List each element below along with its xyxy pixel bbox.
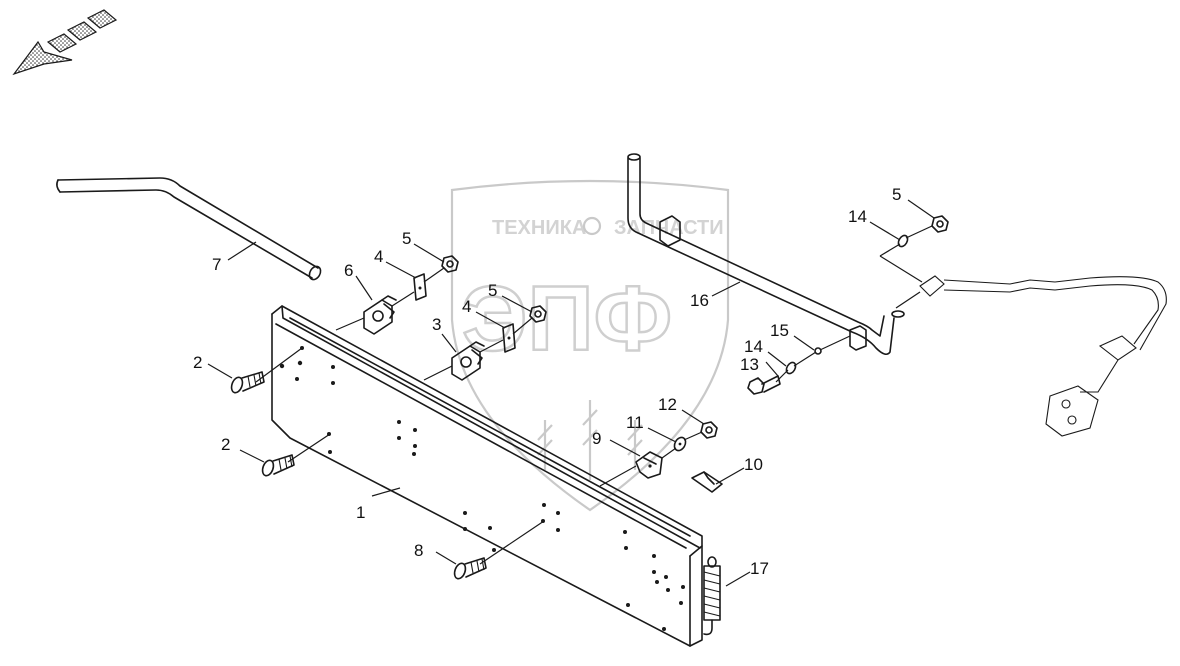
rod-part-16 — [627, 153, 905, 356]
callout-8: 8 — [414, 541, 423, 560]
callout-13: 13 — [740, 355, 759, 374]
bolt-part-2-lower — [261, 454, 295, 477]
watermark-text-left: ТЕХНИКА — [492, 217, 586, 239]
callout-3: 3 — [432, 315, 441, 334]
callout-5: 5 — [402, 229, 411, 248]
callout-4: 4 — [462, 297, 471, 316]
callout-14: 14 — [848, 207, 867, 226]
callout-15: 15 — [770, 321, 789, 340]
callout-12: 12 — [658, 395, 677, 414]
clamp-part-6 — [363, 295, 397, 335]
callout-labels: 1 2 2 3 4 4 5 5 5 6 7 8 9 10 11 12 13 14… — [193, 185, 901, 578]
washer-part-15 — [814, 347, 822, 355]
callout-6: 6 — [344, 261, 353, 280]
bolt-part-13 — [747, 375, 781, 395]
callout-2: 2 — [193, 353, 202, 372]
nut-part-12 — [700, 421, 718, 439]
panel-part-1 — [271, 305, 703, 647]
bracket-part-9 — [635, 451, 663, 479]
callout-16: 16 — [690, 291, 709, 310]
gear-icon — [582, 216, 602, 236]
clip-part-10 — [691, 471, 723, 493]
callout-9: 9 — [592, 429, 601, 448]
strip-part-4-lower — [502, 323, 516, 353]
callout-5: 5 — [892, 185, 901, 204]
bolt-part-8 — [453, 557, 487, 580]
washer-part-14-lower — [785, 361, 797, 375]
nut-part-5-middle — [529, 305, 547, 323]
callout-1: 1 — [356, 503, 365, 522]
panel-holes — [279, 346, 685, 631]
callout-7: 7 — [212, 255, 221, 274]
callout-2: 2 — [221, 435, 230, 454]
callout-11: 11 — [626, 413, 644, 432]
leader-lines — [207, 199, 935, 587]
bolt-part-2-upper — [230, 371, 265, 394]
nut-part-5-upper — [441, 255, 459, 273]
direction-arrow-icon — [12, 9, 118, 76]
spring-part-17 — [703, 556, 721, 636]
watermark-shield — [450, 179, 730, 512]
nut-part-5-right — [931, 215, 949, 233]
strip-part-4-upper — [413, 273, 427, 301]
callout-17: 17 — [750, 559, 769, 578]
clamp-part-3 — [451, 341, 485, 381]
watermark-logo: ЭПФ — [462, 268, 672, 370]
tube-part-7 — [56, 177, 322, 281]
washer-part-14-upper — [897, 234, 909, 248]
callout-10: 10 — [744, 455, 763, 474]
watermark: ТЕХНИКА ЗАПЧАСТИ ЭПФ — [450, 179, 730, 512]
watermark-text-right: ЗАПЧАСТИ — [614, 217, 724, 239]
cable-assembly — [919, 275, 1167, 437]
callout-4: 4 — [374, 247, 383, 266]
callout-5: 5 — [488, 281, 497, 300]
watermark-wheat-icon — [537, 400, 643, 480]
callout-14: 14 — [744, 337, 763, 356]
